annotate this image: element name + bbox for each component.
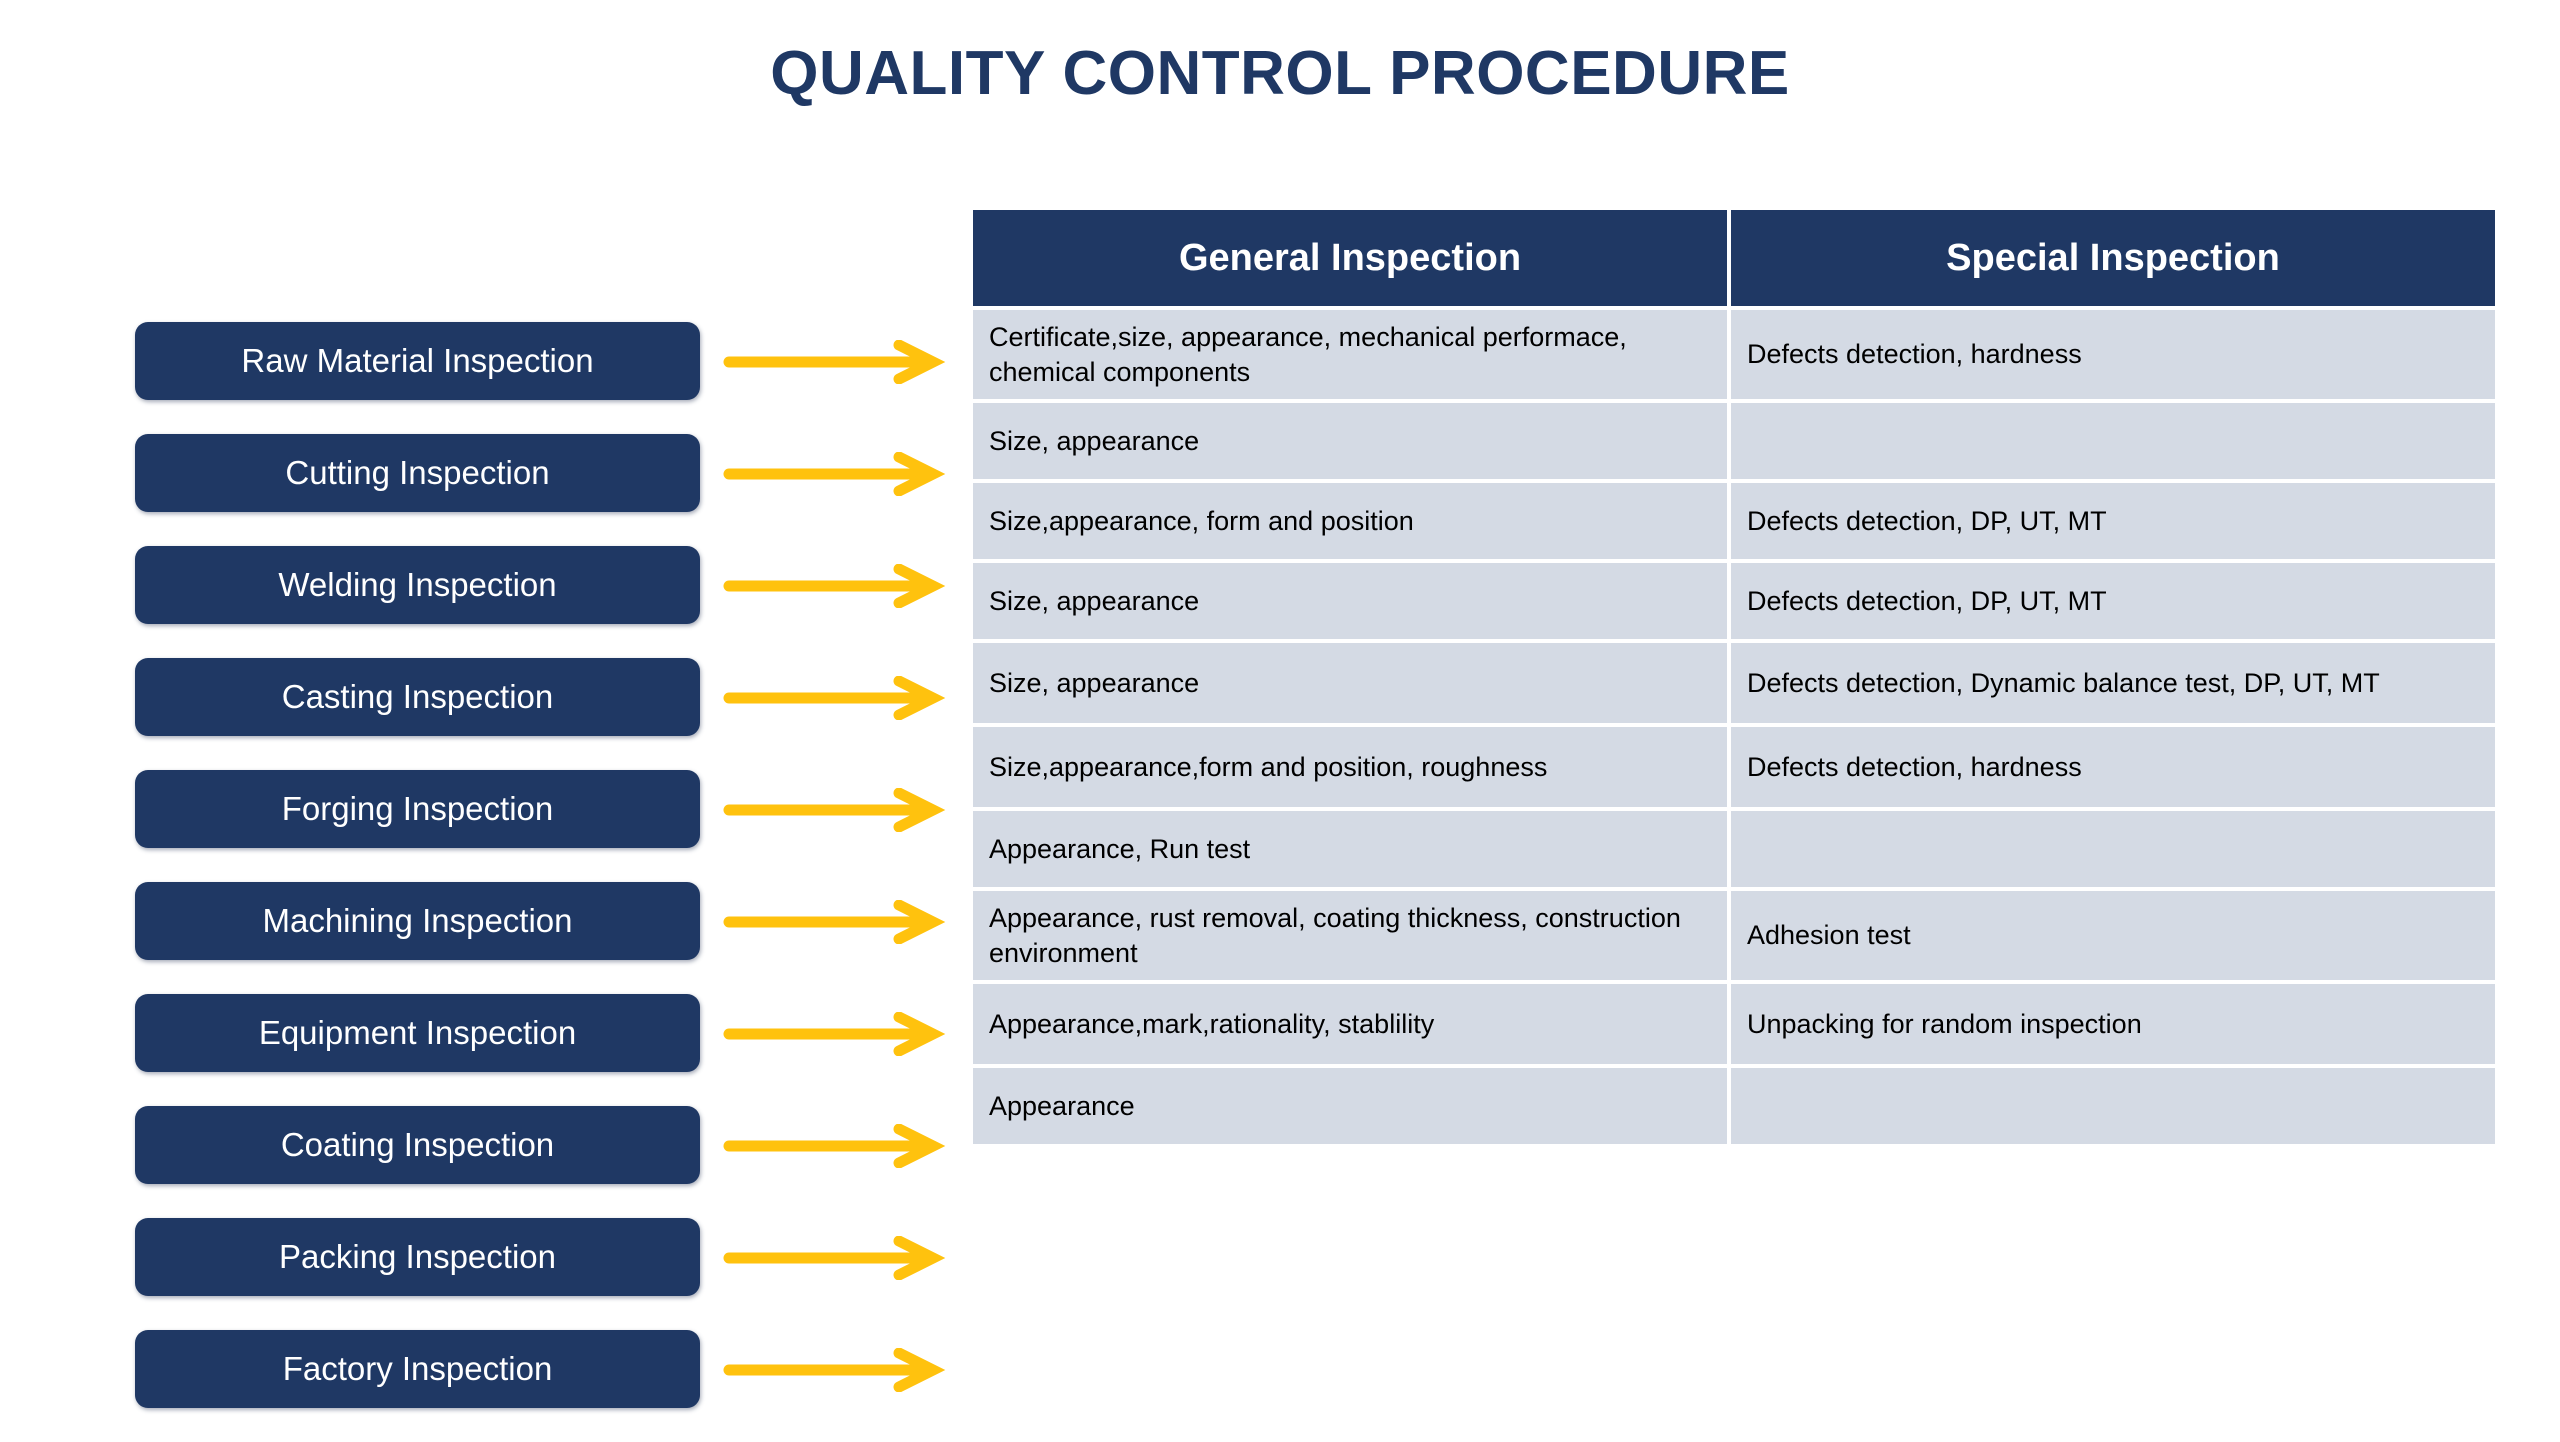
right-arrow-icon	[723, 563, 953, 609]
table-header-row: General Inspection Special Inspection	[973, 210, 2495, 306]
stage-button-label: Casting Inspection	[281, 677, 554, 715]
right-arrow-icon	[723, 675, 953, 721]
cell-special-inspection: Defects detection, hardness	[1731, 310, 2495, 400]
stage-row: Raw Material Inspection	[135, 322, 946, 434]
stage-row: Casting Inspection	[135, 658, 946, 770]
column-header-special-inspection: Special Inspection	[1731, 210, 2495, 306]
table-row: Appearance	[973, 1068, 2495, 1145]
cell-general-inspection: Size,appearance,form and position, rough…	[973, 727, 1727, 808]
stage-button-factory-inspection[interactable]: Factory Inspection	[135, 1330, 700, 1408]
cell-general-inspection: Certificate,size, appearance, mechanical…	[973, 310, 1727, 400]
cell-general-inspection: Size, appearance	[973, 563, 1727, 640]
stage-row: Equipment Inspection	[135, 994, 946, 1106]
stage-button-machining-inspection[interactable]: Machining Inspection	[135, 882, 700, 960]
right-arrow-icon	[723, 1235, 953, 1281]
cell-special-inspection: Defects detection, DP, UT, MT	[1731, 563, 2495, 640]
stage-button-welding-inspection[interactable]: Welding Inspection	[135, 546, 700, 624]
cell-special-inspection	[1731, 811, 2495, 888]
stage-button-label: Packing Inspection	[278, 1237, 556, 1275]
stage-button-label: Factory Inspection	[282, 1349, 553, 1387]
table-row: Size,appearance,form and position, rough…	[973, 727, 2495, 808]
stage-row: Cutting Inspection	[135, 434, 946, 546]
cell-general-inspection: Appearance	[973, 1068, 1727, 1145]
stage-row: Coating Inspection	[135, 1106, 946, 1218]
cell-special-inspection: Unpacking for random inspection	[1731, 984, 2495, 1065]
stage-button-forging-inspection[interactable]: Forging Inspection	[135, 770, 700, 848]
table-row: Appearance, Run test	[973, 811, 2495, 888]
cell-special-inspection	[1731, 1068, 2495, 1145]
right-arrow-icon	[723, 451, 953, 497]
stage-button-equipment-inspection[interactable]: Equipment Inspection	[135, 994, 700, 1072]
cell-general-inspection: Appearance, Run test	[973, 811, 1727, 888]
stage-button-coating-inspection[interactable]: Coating Inspection	[135, 1106, 700, 1184]
stage-button-packing-inspection[interactable]: Packing Inspection	[135, 1218, 700, 1296]
cell-general-inspection: Size,appearance, form and position	[973, 483, 1727, 560]
stage-button-casting-inspection[interactable]: Casting Inspection	[135, 658, 700, 736]
stage-row: Packing Inspection	[135, 1218, 946, 1330]
right-arrow-icon	[723, 1123, 953, 1169]
stage-button-label: Cutting Inspection	[285, 453, 550, 491]
cell-special-inspection	[1731, 403, 2495, 480]
stage-row: Machining Inspection	[135, 882, 946, 994]
stage-row: Forging Inspection	[135, 770, 946, 882]
right-arrow-icon	[723, 1011, 953, 1057]
right-arrow-icon	[723, 787, 953, 833]
stage-button-cutting-inspection[interactable]: Cutting Inspection	[135, 434, 700, 512]
cell-special-inspection: Defects detection, DP, UT, MT	[1731, 483, 2495, 560]
stage-button-label: Raw Material Inspection	[241, 341, 594, 379]
table-row: Certificate,size, appearance, mechanical…	[973, 310, 2495, 400]
stage-button-label: Coating Inspection	[280, 1125, 555, 1163]
right-arrow-icon	[723, 1347, 953, 1393]
cell-general-inspection: Size, appearance	[973, 643, 1727, 724]
cell-special-inspection: Adhesion test	[1731, 891, 2495, 981]
table-row: Size, appearance	[973, 403, 2495, 480]
cell-general-inspection: Appearance, rust removal, coating thickn…	[973, 891, 1727, 981]
page-title: QUALITY CONTROL PROCEDURE	[770, 39, 1790, 108]
inspection-table: General Inspection Special Inspection Ce…	[969, 206, 2499, 1148]
cell-general-inspection: Size, appearance	[973, 403, 1727, 480]
right-arrow-icon	[723, 899, 953, 945]
cell-special-inspection: Defects detection, Dynamic balance test,…	[1731, 643, 2495, 724]
table-row: Appearance, rust removal, coating thickn…	[973, 891, 2495, 981]
stage-row: Factory Inspection	[135, 1330, 946, 1442]
cell-general-inspection: Appearance,mark,rationality, stablility	[973, 984, 1727, 1065]
cell-special-inspection: Defects detection, hardness	[1731, 727, 2495, 808]
stage-button-label: Forging Inspection	[281, 789, 554, 827]
stage-button-raw-material-inspection[interactable]: Raw Material Inspection	[135, 322, 700, 400]
stage-row: Welding Inspection	[135, 546, 946, 658]
column-header-general-inspection: General Inspection	[973, 210, 1727, 306]
stage-button-label: Welding Inspection	[278, 565, 557, 603]
table-body: Certificate,size, appearance, mechanical…	[973, 310, 2495, 1145]
right-arrow-icon	[723, 339, 953, 385]
stage-button-label: Machining Inspection	[262, 901, 573, 939]
stage-button-label: Equipment Inspection	[258, 1013, 577, 1051]
